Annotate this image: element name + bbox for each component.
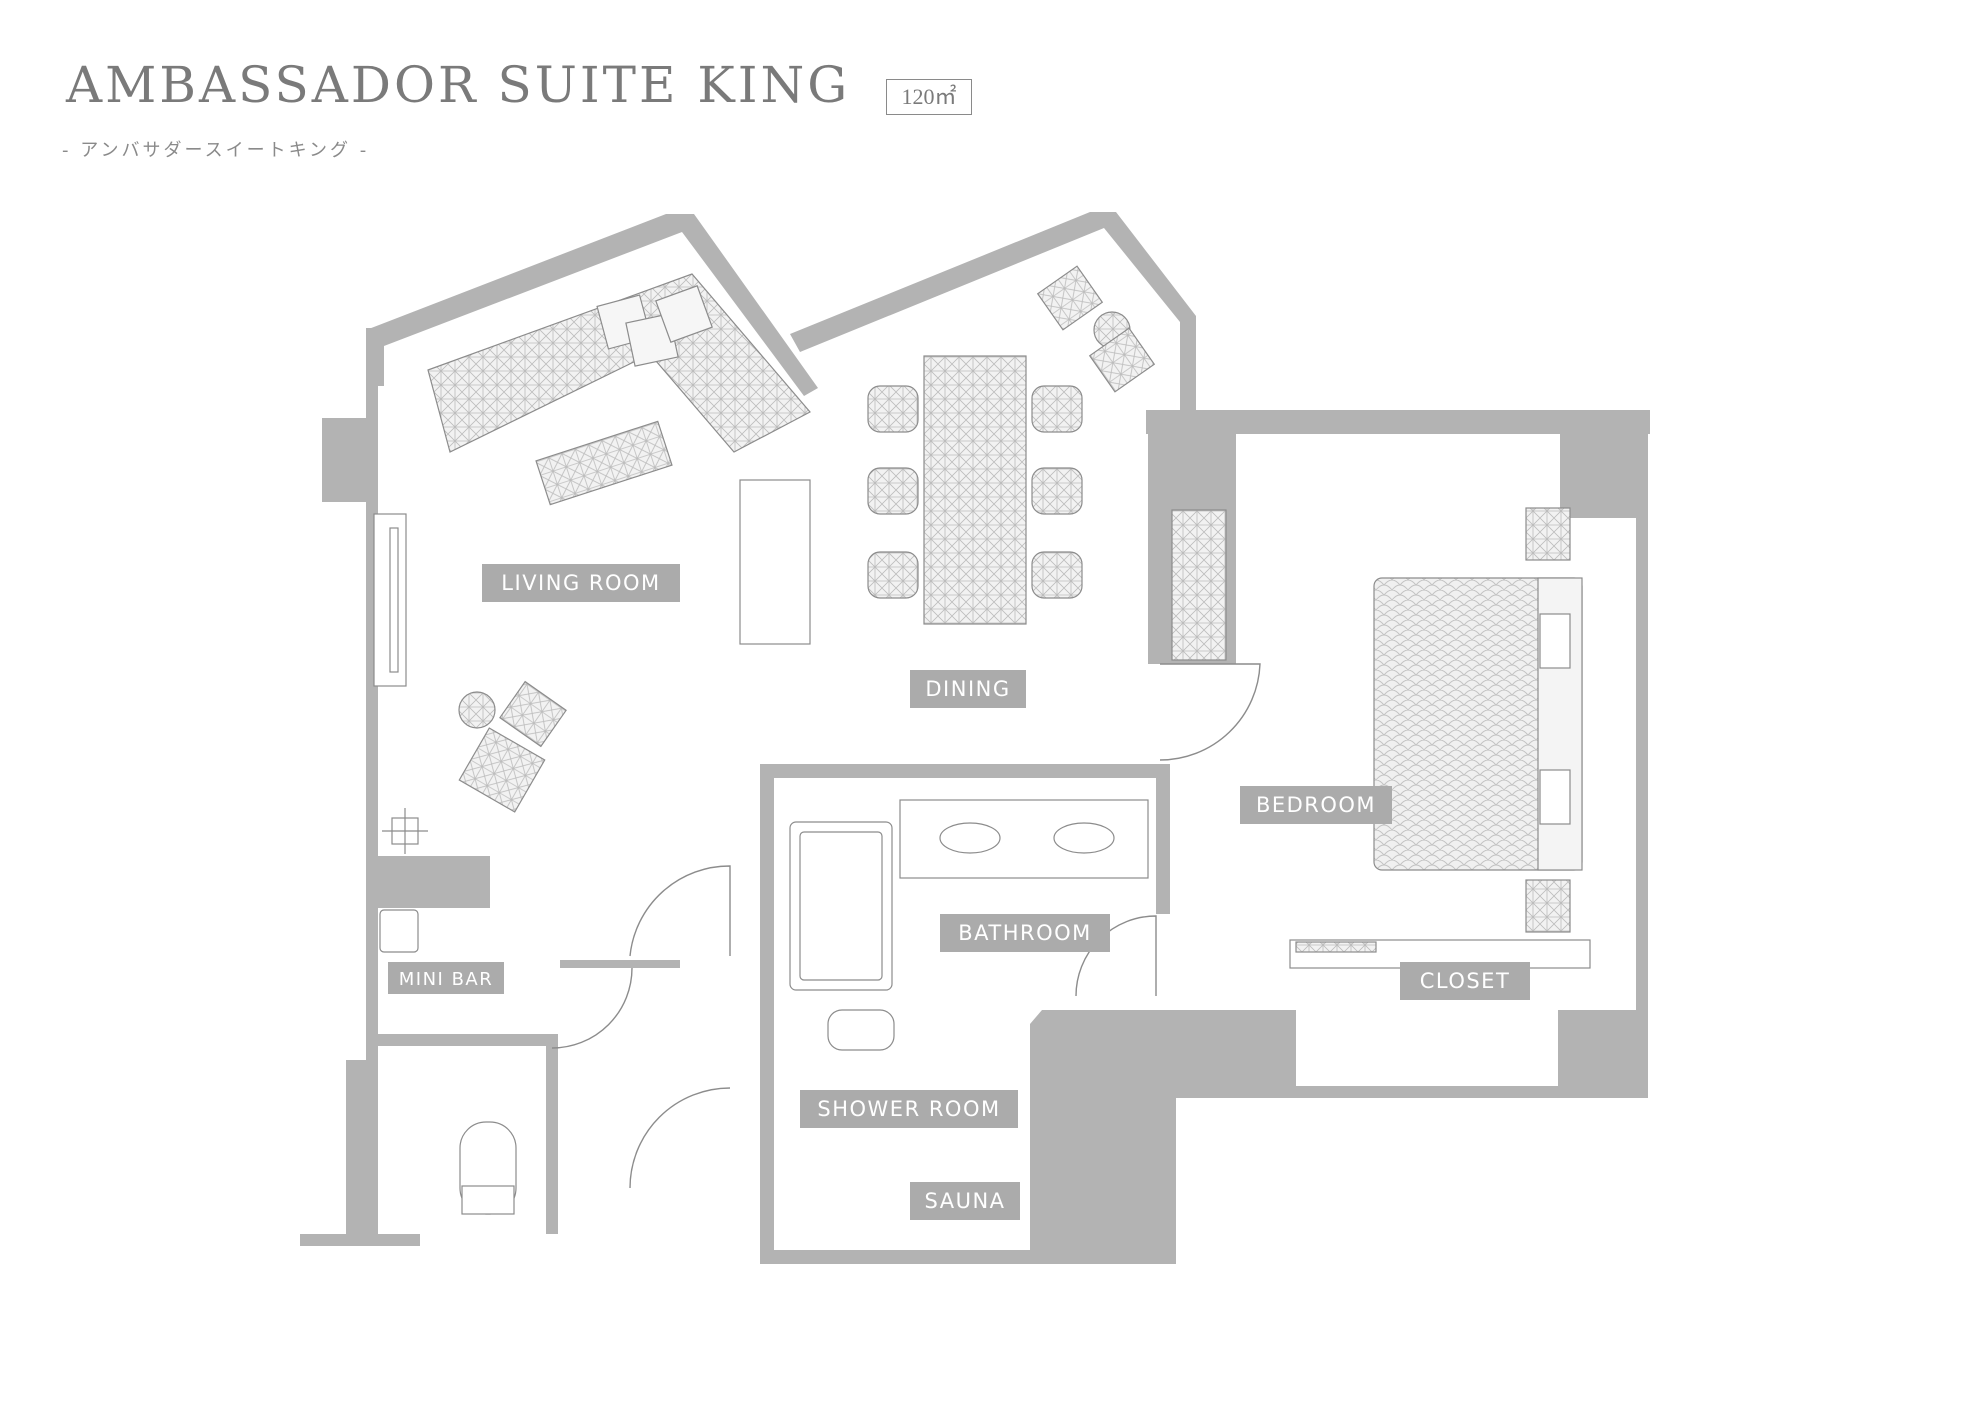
label-closet-text: CLOSET xyxy=(1420,969,1511,993)
tv-bedroom xyxy=(1171,509,1227,661)
sink-1 xyxy=(939,822,1001,854)
armchair-dining-1 xyxy=(1036,265,1104,331)
furniture xyxy=(373,265,1591,1215)
wall-bottom-left xyxy=(300,1234,420,1246)
chair-left-2 xyxy=(867,467,919,515)
bathtub-inner xyxy=(799,831,883,981)
wall-bedroom-top-right xyxy=(1560,410,1648,518)
tv-living-screen xyxy=(389,527,399,673)
partition-toilet-right xyxy=(546,1034,558,1234)
label-dining: DINING xyxy=(910,670,1026,708)
label-shower-room: SHOWER ROOM xyxy=(800,1090,1018,1128)
armchair-living-1 xyxy=(499,680,567,748)
floor-lamp-cross xyxy=(382,808,428,854)
side-table-living xyxy=(458,691,496,729)
cushion-3 xyxy=(655,285,713,343)
chair-right-3 xyxy=(1031,551,1083,599)
label-bathroom-text: BATHROOM xyxy=(958,921,1092,945)
label-living-room: LIVING ROOM xyxy=(482,564,680,602)
toilet-bath xyxy=(827,1009,895,1051)
wall-left-lower xyxy=(346,1060,376,1238)
chair-left-1 xyxy=(867,385,919,433)
door-entry xyxy=(629,865,731,957)
label-living-room-text: LIVING ROOM xyxy=(501,571,660,595)
label-bedroom: BEDROOM xyxy=(1240,786,1392,824)
wall-sauna-corner xyxy=(1030,1010,1296,1264)
wall-bath-right xyxy=(1156,764,1170,914)
wall-bath-left xyxy=(760,764,774,1264)
label-closet: CLOSET xyxy=(1400,962,1530,1000)
label-bathroom: BATHROOM xyxy=(940,914,1110,952)
door-entry-2 xyxy=(629,1087,731,1189)
label-mini-bar-text: MINI BAR xyxy=(399,969,494,990)
door-bedroom xyxy=(1159,663,1261,761)
sink-2 xyxy=(1053,822,1115,854)
wall-living-window xyxy=(366,214,818,396)
sideboard xyxy=(739,479,811,645)
sofa-living xyxy=(427,273,811,453)
walls xyxy=(300,212,1650,1264)
dining-table xyxy=(923,355,1027,625)
label-dining-text: DINING xyxy=(925,677,1010,701)
header: AMBASSADOR SUITE KING 120㎡ - アンバサダースイートキ… xyxy=(0,0,1980,200)
page-subtitle: - アンバサダースイートキング - xyxy=(62,140,370,161)
toilet-living-tank xyxy=(461,1185,515,1215)
nightstand-1 xyxy=(1525,507,1571,561)
armchair-dining-2 xyxy=(1088,327,1156,393)
mini-bar-fridge xyxy=(379,909,419,953)
pillow-1 xyxy=(1539,613,1571,669)
wall-dining-window xyxy=(790,212,1196,412)
wall-bath-bottom xyxy=(774,1250,1176,1264)
chair-right-1 xyxy=(1031,385,1083,433)
label-mini-bar: MINI BAR xyxy=(388,962,504,994)
chair-right-2 xyxy=(1031,467,1083,515)
coffee-table xyxy=(535,420,673,506)
partition-toilet xyxy=(372,1034,550,1046)
label-bedroom-text: BEDROOM xyxy=(1256,793,1376,817)
partition-entry xyxy=(560,960,680,968)
door-toilet-living xyxy=(551,967,633,1049)
partition-minibar xyxy=(372,856,490,908)
pillow-2 xyxy=(1539,769,1571,825)
wall-bath-top xyxy=(760,764,1170,778)
wall-bedroom-bottom xyxy=(1558,1010,1648,1098)
page-title: AMBASSADOR SUITE KING xyxy=(66,56,851,114)
area-badge: 120㎡ xyxy=(886,79,972,115)
wall-bedroom-right xyxy=(1636,410,1648,1098)
chair-left-3 xyxy=(867,551,919,599)
room-labels: LIVING ROOM DINING BEDROOM BATHROOM MINI… xyxy=(388,564,1530,1220)
wall-bedroom-bottom-line xyxy=(1290,1086,1648,1098)
label-sauna-text: SAUNA xyxy=(924,1189,1005,1213)
armchair-living-2 xyxy=(458,727,546,813)
wardrobe-hatch xyxy=(1295,941,1377,953)
label-sauna: SAUNA xyxy=(910,1182,1020,1220)
label-shower-room-text: SHOWER ROOM xyxy=(817,1097,1000,1121)
column-left xyxy=(322,418,372,502)
nightstand-2 xyxy=(1525,879,1571,933)
